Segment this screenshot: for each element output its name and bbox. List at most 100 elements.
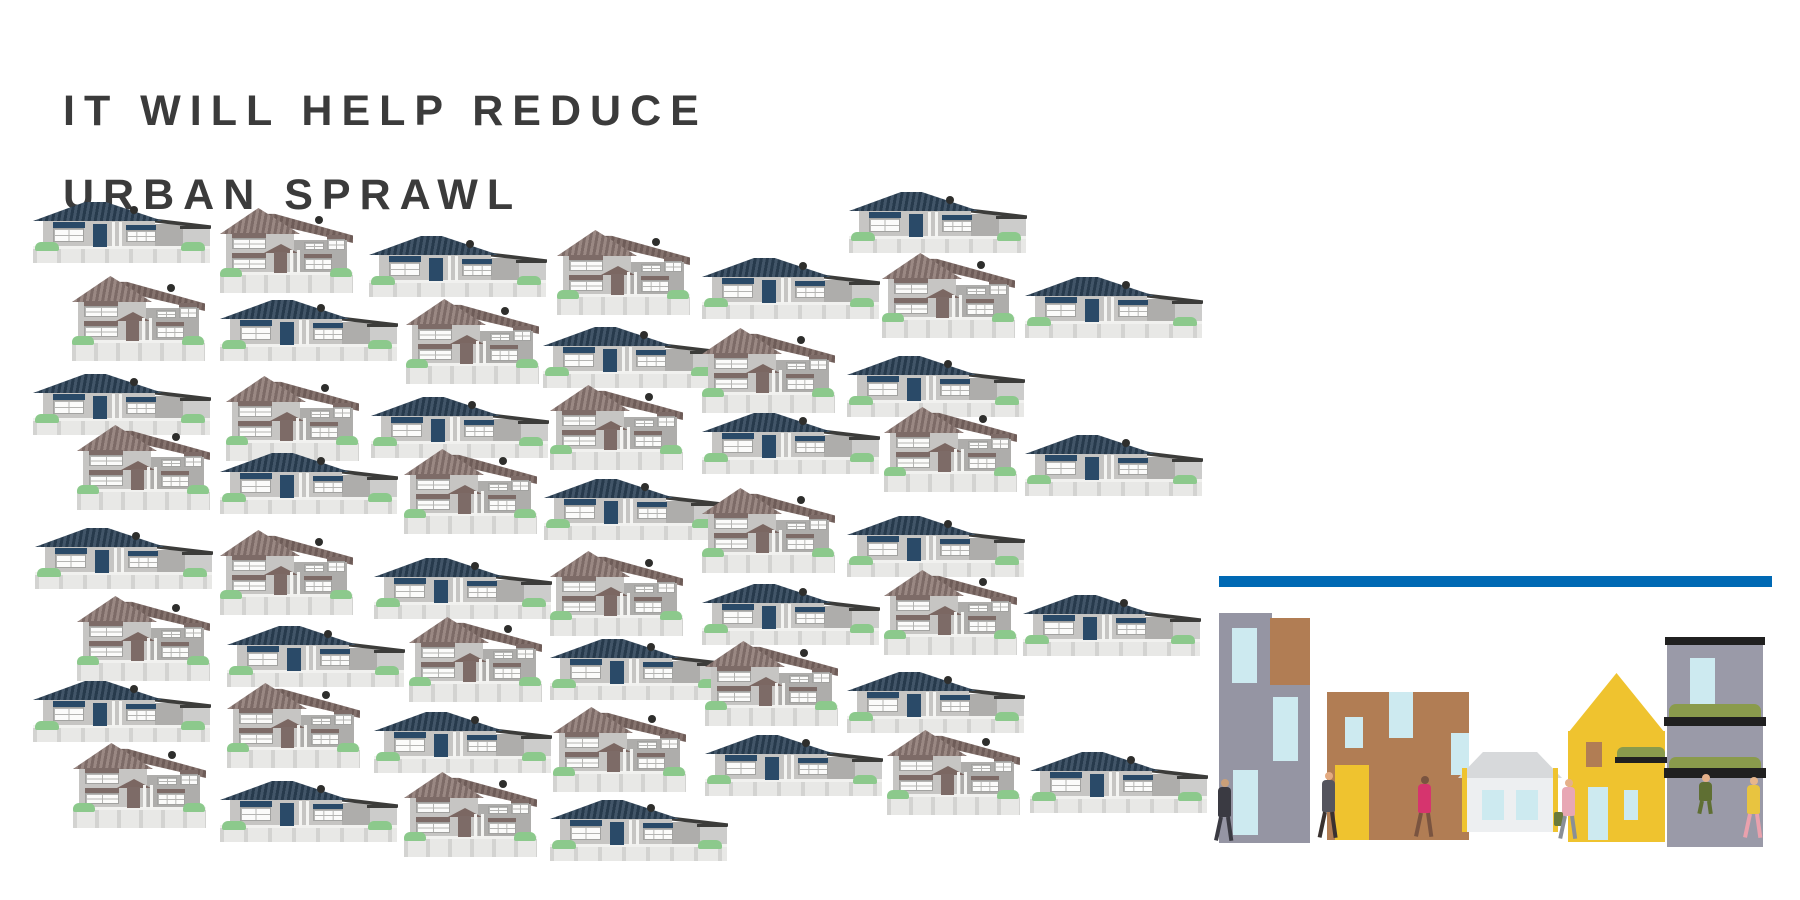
ranch-roof: [374, 558, 504, 577]
suburban-house-ranch: [543, 327, 721, 388]
bush: [995, 556, 1019, 565]
front-door: [93, 396, 107, 419]
suburban-house-ranch: [35, 528, 213, 589]
satellite-dish-icon: [944, 676, 952, 684]
ranch-roof: [849, 192, 979, 211]
satellite-dish-icon: [799, 588, 807, 596]
left-tower-door: [1233, 770, 1258, 835]
window: [89, 626, 123, 637]
window: [968, 604, 988, 612]
ranch-roof: [847, 516, 977, 535]
ranch-roof: [1025, 277, 1155, 296]
window: [714, 378, 748, 389]
window: [89, 455, 123, 466]
fence: [1025, 321, 1202, 338]
front-door: [938, 451, 951, 472]
suburban-house-two-story: [227, 683, 360, 768]
satellite-dish-icon: [317, 457, 325, 465]
window: [786, 362, 806, 370]
window: [795, 441, 825, 453]
fence: [35, 572, 212, 589]
satellite-dish-icon: [471, 562, 479, 570]
window: [714, 518, 748, 529]
window: [511, 480, 529, 491]
window: [53, 707, 84, 721]
left-tower-window-top: [1232, 628, 1257, 683]
window: [239, 713, 273, 724]
window: [232, 238, 266, 249]
person-head: [1421, 776, 1429, 784]
window: [940, 700, 970, 712]
bush: [850, 624, 874, 633]
window: [562, 601, 596, 612]
window: [1045, 461, 1076, 475]
fence: [553, 771, 686, 792]
bush: [815, 701, 837, 710]
ranch-roof: [33, 681, 163, 700]
window: [161, 630, 181, 638]
window: [421, 647, 455, 658]
bush: [667, 290, 689, 299]
fence: [404, 836, 537, 857]
person-torso: [1322, 780, 1335, 812]
window: [940, 544, 970, 556]
bush: [995, 712, 1019, 721]
bush: [222, 493, 246, 502]
fence: [227, 670, 404, 687]
person-torso: [1218, 787, 1231, 817]
window: [304, 242, 324, 250]
front-door: [603, 349, 617, 372]
person-leg: [1226, 816, 1234, 842]
window: [1050, 778, 1081, 792]
suburban-house-two-story: [884, 407, 1017, 492]
shop-roof: [1458, 752, 1562, 778]
bush: [702, 548, 724, 557]
fence: [220, 344, 397, 361]
satellite-dish-icon: [640, 331, 648, 339]
front-door: [274, 252, 287, 273]
suburban-house-two-story: [226, 376, 359, 461]
window: [157, 777, 177, 785]
window: [232, 560, 266, 571]
suburban-house-ranch: [847, 516, 1025, 577]
front-door: [131, 469, 144, 490]
window: [899, 760, 933, 771]
ranch-roof: [702, 413, 832, 432]
window: [184, 456, 202, 467]
suburban-house-ranch: [374, 558, 552, 619]
ranch-roof: [35, 528, 165, 547]
window: [85, 793, 119, 804]
front-door: [458, 493, 471, 514]
window: [1118, 305, 1148, 317]
brown-building-window-tall: [1389, 692, 1413, 738]
front-door: [1085, 299, 1099, 322]
suburban-house-ranch: [227, 626, 405, 687]
satellite-dish-icon: [315, 538, 323, 546]
bush: [1027, 475, 1051, 484]
window: [327, 561, 345, 572]
window: [232, 580, 266, 591]
satellite-dish-icon: [647, 804, 655, 812]
yellow-house-window: [1624, 790, 1638, 820]
bush: [77, 485, 99, 494]
window: [184, 627, 202, 638]
ranch-roof: [220, 781, 350, 800]
right-tower-ledge-1: [1664, 717, 1766, 726]
fence: [1025, 479, 1202, 496]
window: [89, 646, 123, 657]
bush: [375, 666, 399, 675]
window: [798, 763, 828, 775]
window: [126, 230, 156, 242]
ranch-roof: [544, 479, 674, 498]
suburban-house-ranch: [374, 712, 552, 773]
person-leg: [1570, 815, 1578, 840]
person-leg: [1755, 813, 1763, 839]
window: [488, 499, 516, 511]
bush: [368, 340, 392, 349]
fence: [374, 602, 551, 619]
suburban-house-ranch: [702, 258, 880, 319]
fence: [220, 594, 353, 615]
bush: [519, 437, 543, 446]
window: [643, 828, 673, 840]
fence: [1023, 639, 1200, 656]
